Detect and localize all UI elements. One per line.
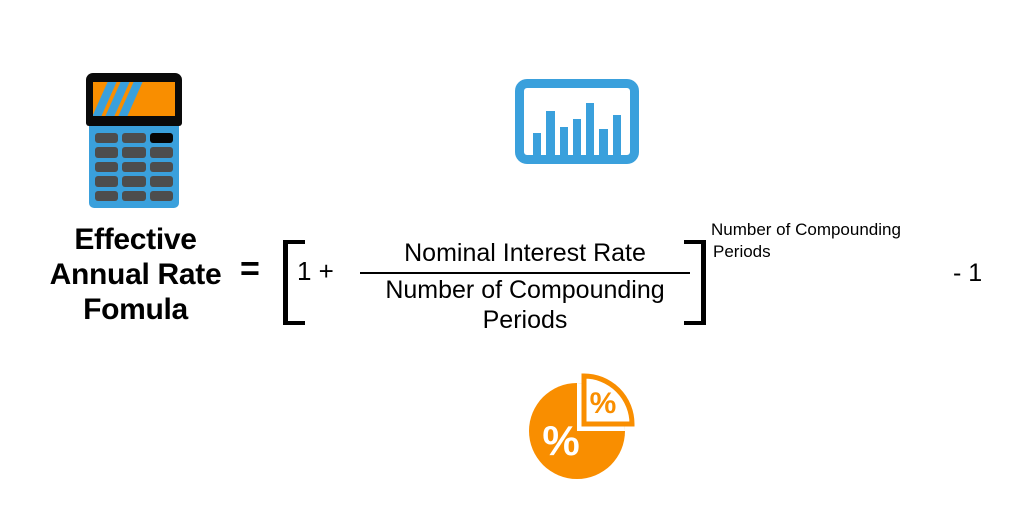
calculator-icon — [86, 73, 182, 208]
calculator-key — [149, 147, 173, 158]
bar-chart-bar — [559, 127, 568, 155]
calculator-key — [149, 161, 173, 173]
fraction: Nominal Interest Rate Number of Compound… — [360, 238, 690, 335]
calculator-key — [95, 133, 119, 144]
pie-chart-svg: % % — [529, 373, 635, 479]
calculator-key-power — [149, 133, 173, 144]
pie-chart-slice — [581, 373, 635, 427]
bar-chart-bar — [533, 133, 542, 155]
page-title: Effective Annual Rate Fomula — [38, 222, 233, 327]
calculator-key — [122, 190, 146, 201]
bar-chart-bar — [586, 103, 595, 155]
pie-chart-icon: % % — [527, 371, 639, 481]
one-plus-term: 1 + — [297, 256, 334, 286]
bar-chart-bar — [546, 111, 555, 155]
title-line-2: Annual Rate — [49, 258, 222, 292]
fraction-denominator-line-1: Number of Compounding — [385, 275, 665, 304]
exponent: Number of Compounding Periods — [711, 219, 961, 263]
fraction-denominator-line-2: Periods — [482, 305, 568, 334]
exponent-line-1: Number of Compounding — [711, 220, 901, 239]
bar-chart-icon — [515, 79, 639, 164]
pie-body-percent-label: % — [542, 417, 579, 464]
calculator-key — [122, 133, 146, 144]
bar-chart-bar — [599, 129, 608, 155]
bracket-left — [283, 240, 305, 325]
equals-sign: = — [240, 250, 260, 288]
calculator-key — [95, 147, 119, 158]
title-line-3: Fomula — [83, 293, 188, 327]
calculator-keypad — [89, 126, 179, 208]
fraction-denominator: Number of Compounding Periods — [360, 275, 690, 335]
calculator-screen — [93, 82, 175, 116]
exponent-line-2: Periods — [713, 242, 771, 262]
fraction-rule — [360, 271, 690, 274]
calculator-key — [122, 161, 146, 173]
title-line-1: Effective — [74, 223, 197, 256]
bar-chart-bars — [533, 97, 621, 155]
minus-one-term: - 1 — [953, 259, 983, 287]
calculator-key — [95, 176, 119, 187]
calculator-key — [149, 176, 173, 187]
calculator-bezel — [86, 73, 182, 126]
calculator-key — [122, 147, 146, 158]
calculator-key — [149, 190, 173, 201]
bracket-right — [684, 240, 706, 325]
calculator-key — [95, 190, 119, 201]
calculator-key — [95, 161, 119, 173]
bar-chart-bar — [572, 119, 582, 155]
pie-slice-percent-label: % — [590, 387, 617, 420]
fraction-numerator: Nominal Interest Rate — [404, 239, 646, 267]
bar-chart-bar — [612, 115, 621, 155]
calculator-key — [122, 176, 146, 187]
